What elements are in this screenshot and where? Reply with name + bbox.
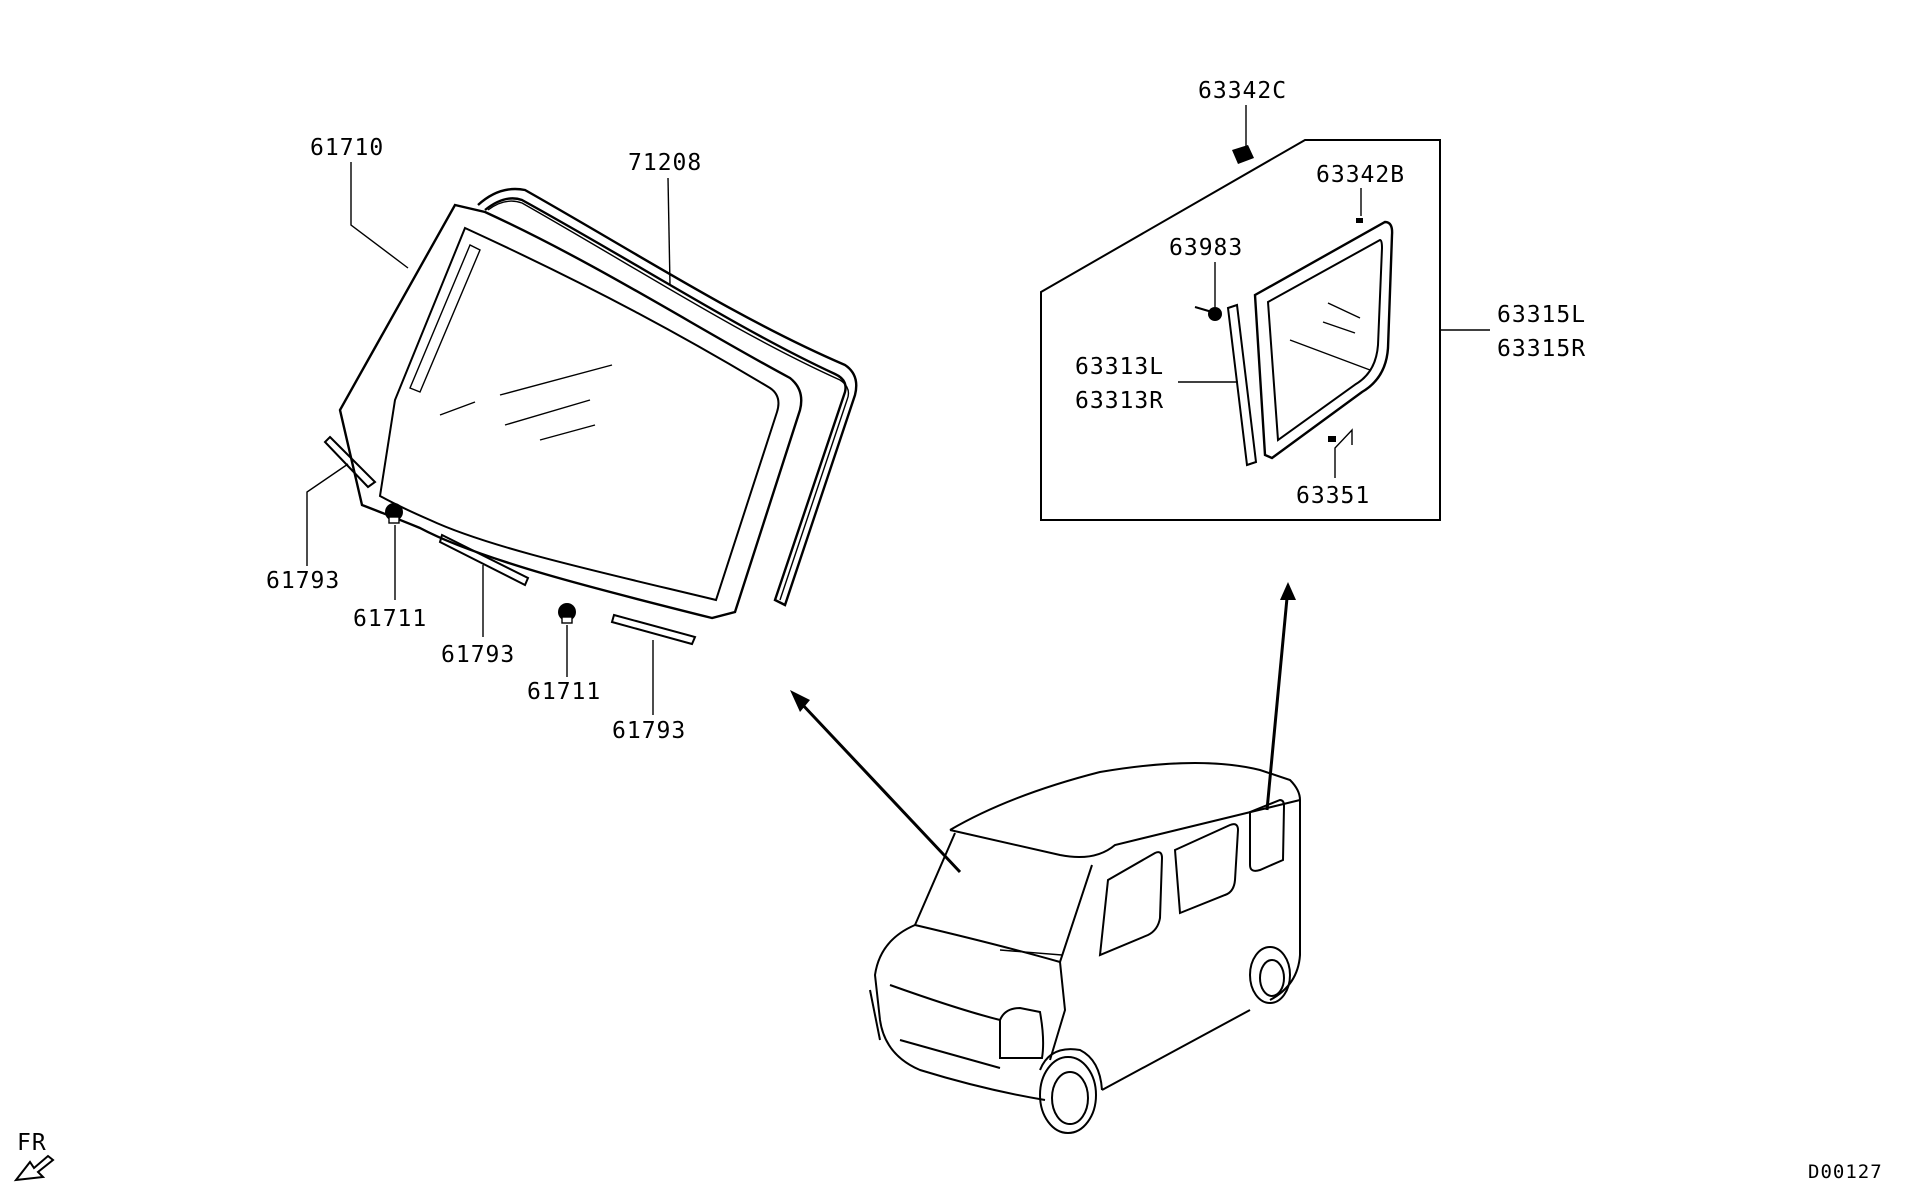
weatherstrip-63313 <box>1226 303 1258 467</box>
label-63315l: 63315L <box>1497 302 1586 328</box>
label-71208: 71208 <box>628 150 702 176</box>
molding-61793-a <box>323 435 377 489</box>
arrow-to-side-window <box>1265 582 1296 811</box>
quarter-glass <box>1253 220 1394 460</box>
label-61793-b: 61793 <box>441 642 515 668</box>
diagram-code: D00127 <box>1808 1161 1883 1183</box>
molding-61793-b <box>438 533 530 587</box>
screw-63983 <box>1194 306 1222 321</box>
front-direction-arrow-icon <box>13 1154 55 1182</box>
label-63983: 63983 <box>1169 235 1243 261</box>
label-61710: 61710 <box>310 135 384 161</box>
clip-61711-a <box>385 503 403 524</box>
label-63315r: 63315R <box>1497 336 1586 362</box>
clip-61711-b <box>558 603 576 624</box>
windshield-molding <box>477 187 858 607</box>
van-illustration <box>869 761 1301 1134</box>
leader-lines-left <box>306 162 671 715</box>
windshield-glass <box>338 203 803 620</box>
label-61793-c: 61793 <box>612 718 686 744</box>
clip-63342c <box>1232 145 1254 164</box>
leader-lines-right <box>1178 105 1490 478</box>
label-61711-a: 61711 <box>353 606 427 632</box>
arrow-to-windshield <box>790 690 962 874</box>
spacer-63351 <box>1328 436 1336 442</box>
spacer-63342b <box>1356 218 1363 223</box>
label-63313l: 63313L <box>1075 354 1164 380</box>
label-61711-b: 61711 <box>527 679 601 705</box>
label-63351: 63351 <box>1296 483 1370 509</box>
label-63342c: 63342C <box>1198 78 1287 104</box>
fr-label: FR <box>17 1130 47 1156</box>
molding-61793-c <box>610 613 697 646</box>
label-63342b: 63342B <box>1316 162 1405 188</box>
label-63313r: 63313R <box>1075 388 1164 414</box>
label-61793-a: 61793 <box>266 568 340 594</box>
